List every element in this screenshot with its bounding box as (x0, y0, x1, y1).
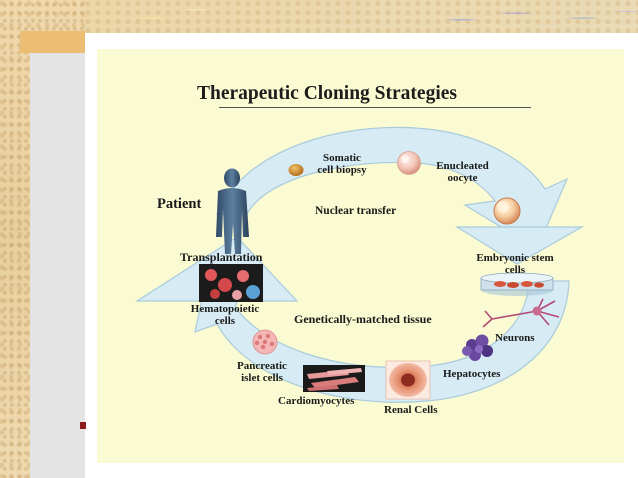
label-pancreatic-line1: Pancreatic (237, 360, 287, 372)
label-patient: Patient (157, 196, 202, 212)
label-cardiomyocytes: Cardiomyocytes (278, 395, 355, 407)
top-arc-arrow (216, 126, 569, 250)
label-enucleated-line1: Enucleated (436, 160, 489, 172)
label-transplantation: Transplantation (180, 250, 263, 264)
label-embryonic: Embryonic stem cells (465, 252, 565, 276)
label-hepatocytes: Hepatocytes (443, 368, 501, 380)
somatic-cell-icon (288, 164, 304, 176)
sidebar-bar (30, 53, 85, 478)
label-nuclear-transfer: Nuclear transfer (315, 205, 397, 217)
hepatocyte-icon (462, 334, 493, 361)
label-neurons: Neurons (495, 332, 535, 344)
bullet-marker (80, 422, 86, 429)
label-pancreatic: Pancreatic islet cells (227, 360, 297, 384)
flower-banner (85, 0, 638, 33)
title-underline (219, 107, 531, 108)
pancreatic-islet-icon (252, 329, 278, 355)
label-hematopoietic-line1: Hematopoietic (190, 303, 260, 315)
patient-silhouette-icon (216, 168, 249, 254)
diagram-title: Therapeutic Cloning Strategies (197, 83, 457, 104)
embryo-arrowhead (454, 226, 585, 265)
label-enucleated-line2: oocyte (447, 172, 478, 184)
label-genetically-matched: Genetically-matched tissue (294, 312, 432, 326)
blood-cells-icon (199, 264, 263, 302)
neuron-icon (482, 298, 560, 328)
label-somatic-line2: cell biopsy (317, 164, 367, 176)
petri-dish-icon (480, 272, 554, 296)
label-hematopoietic: Hematopoietic cells (185, 303, 265, 327)
label-pancreatic-line2: islet cells (241, 372, 283, 384)
label-renal: Renal Cells (384, 404, 438, 416)
label-hematopoietic-line2: cells (214, 315, 236, 327)
renal-cell-icon (385, 360, 431, 400)
accent-block (20, 31, 85, 53)
embryo-icon (493, 197, 521, 225)
cycle-diagram-svg (134, 126, 585, 403)
label-somatic-line1: Somatic (323, 152, 361, 164)
enucleated-oocyte-icon (397, 151, 421, 175)
label-enucleated: Enucleated oocyte (425, 160, 500, 184)
label-embryonic-line2: cells (504, 264, 526, 276)
label-embryonic-line1: Embryonic stem (476, 252, 554, 264)
cardiomyocyte-icon (303, 365, 365, 392)
cloning-diagram-figure: Therapeutic Cloning Strategies Patient S… (97, 49, 624, 463)
bottom-arc-arrow (194, 276, 570, 403)
label-somatic: Somatic cell biopsy (312, 152, 372, 176)
